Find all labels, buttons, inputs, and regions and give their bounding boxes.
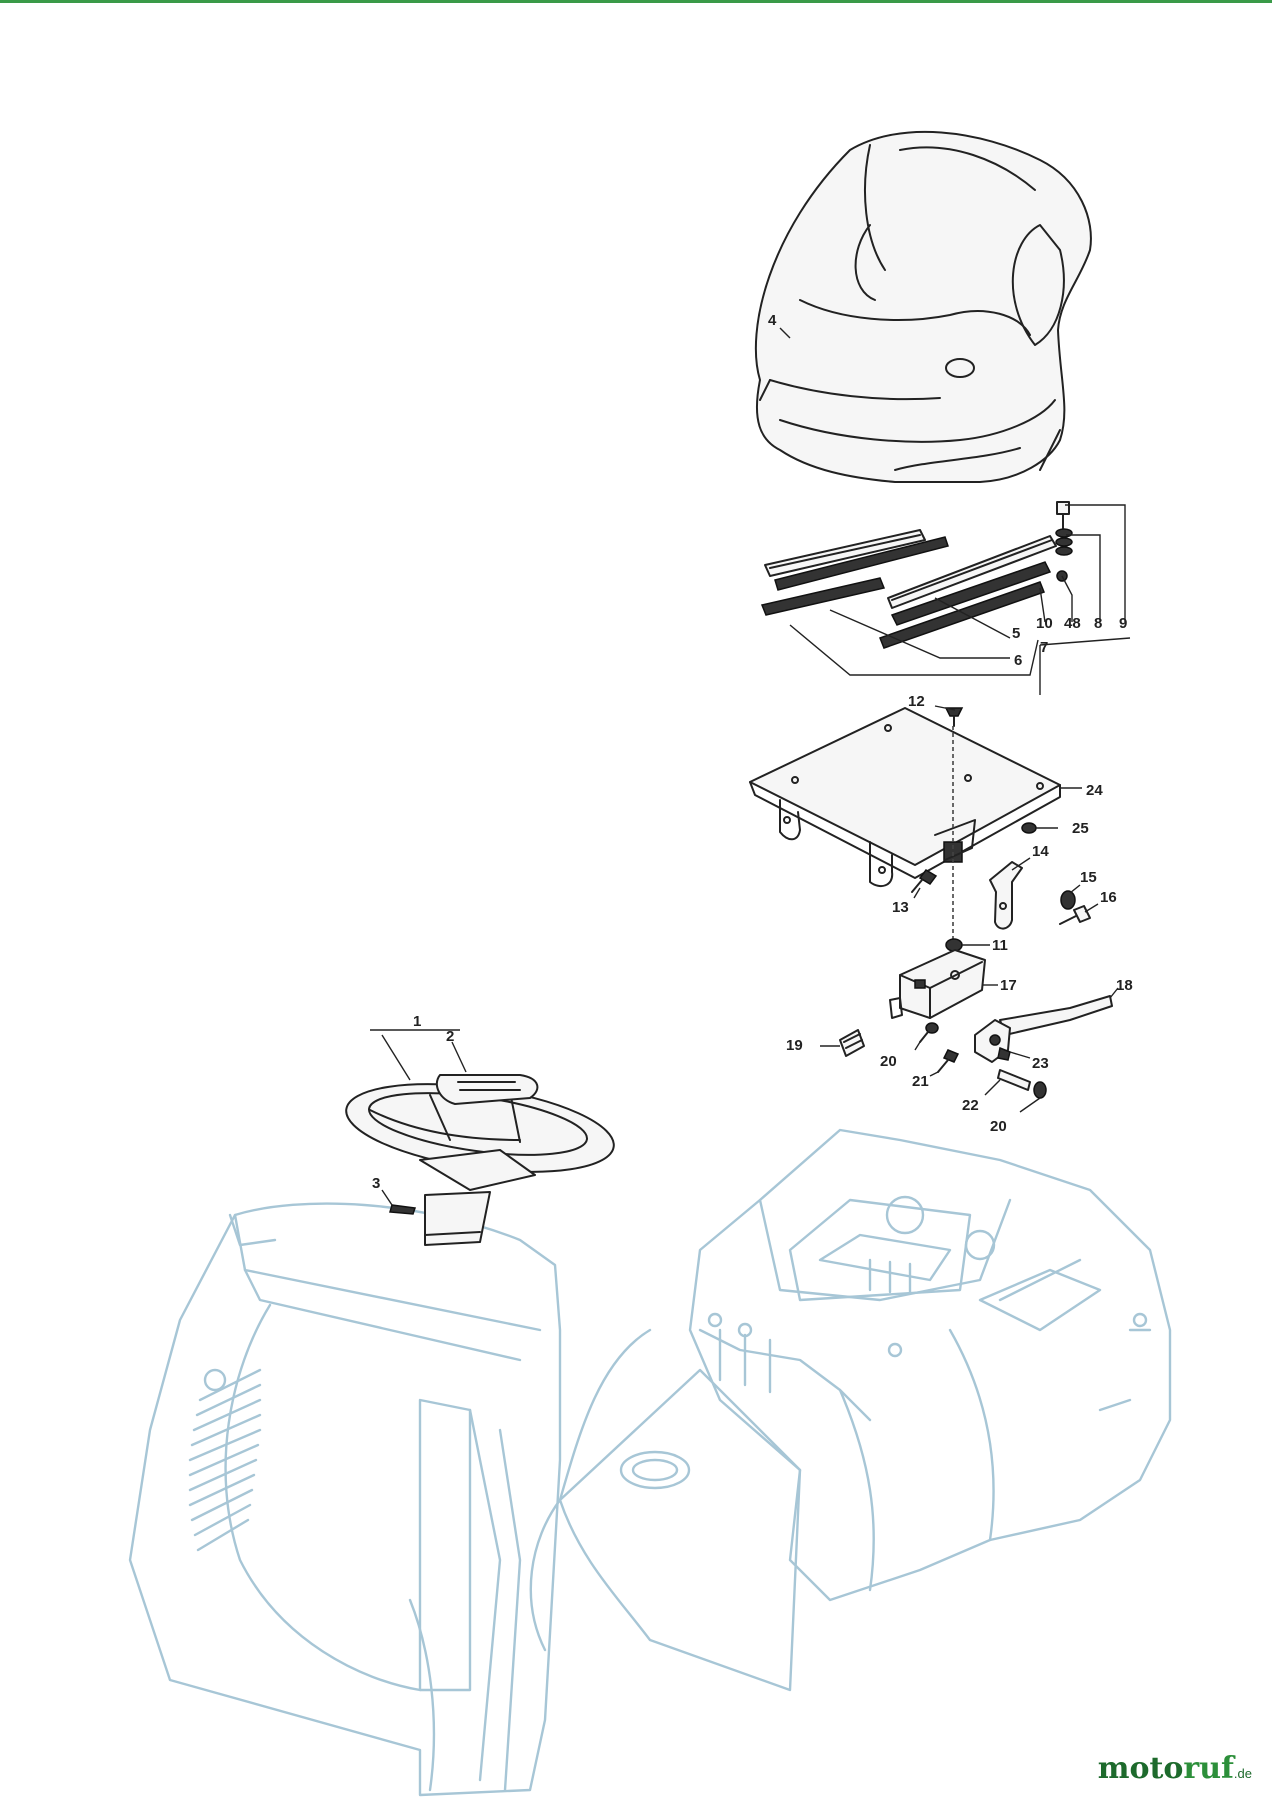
top-rule <box>0 0 1272 3</box>
callout-10: 10 <box>1036 615 1053 632</box>
tractor-body-outline <box>128 1128 1172 1797</box>
callout-3: 3 <box>372 1175 380 1192</box>
callout-19: 19 <box>786 1037 803 1054</box>
callout-9: 9 <box>1119 615 1127 632</box>
callout-13: 13 <box>892 899 909 916</box>
washer-15 <box>1060 890 1076 910</box>
callout-11: 11 <box>992 937 1008 954</box>
bolt-16 <box>1059 905 1091 925</box>
steering-wheel <box>345 1074 615 1246</box>
callout-2: 2 <box>446 1028 454 1045</box>
screw-20-upper <box>919 1022 939 1043</box>
callout-20-upper: 20 <box>880 1053 897 1070</box>
spring-19 <box>839 1029 865 1057</box>
callout-4: 4 <box>768 312 777 329</box>
callout-18: 18 <box>1116 977 1133 994</box>
callout-12: 12 <box>908 693 925 710</box>
switch-housing-17 <box>889 949 986 1019</box>
nut-11 <box>945 938 963 952</box>
adjustment-lever-18 <box>974 995 1113 1063</box>
callout-leaders <box>370 327 1131 1206</box>
seat <box>754 130 1092 483</box>
screw-21 <box>937 1049 960 1073</box>
callout-8: 8 <box>1094 615 1102 632</box>
callout-22: 22 <box>962 1097 979 1114</box>
callout-48: 48 <box>1064 615 1081 632</box>
seat-mounting-plate <box>749 707 1061 888</box>
callout-20-lower: 20 <box>990 1118 1007 1135</box>
callout-1: 1 <box>413 1013 421 1030</box>
screw-13 <box>911 869 938 893</box>
callout-15: 15 <box>1080 869 1097 886</box>
callout-6: 6 <box>1014 652 1022 669</box>
callout-16: 16 <box>1100 889 1117 906</box>
brand-logo: motoruf.de <box>1098 1751 1252 1786</box>
callout-7: 7 <box>1040 639 1048 656</box>
callout-5: 5 <box>1012 625 1020 642</box>
callout-24: 24 <box>1086 782 1103 799</box>
bracket-14 <box>989 861 1023 930</box>
brand-part-2: ruf <box>1183 1751 1234 1786</box>
seat-slide-rails <box>760 501 1073 649</box>
nut-25 <box>1021 822 1037 834</box>
callout-25: 25 <box>1072 820 1089 837</box>
nut-20-lower <box>1033 1081 1047 1099</box>
callout-17: 17 <box>1000 977 1017 994</box>
brand-domain: .de <box>1233 1766 1252 1781</box>
callout-labels: 1 2 3 4 5 6 7 8 9 10 11 12 13 14 15 16 1… <box>372 312 1133 1192</box>
bolt-12 <box>944 707 964 727</box>
brand-part-1: moto <box>1097 1751 1184 1786</box>
callout-14: 14 <box>1032 843 1049 860</box>
key-3 <box>389 1204 416 1215</box>
callout-23: 23 <box>1032 1055 1049 1072</box>
callout-21: 21 <box>912 1073 929 1090</box>
pin-22 <box>997 1069 1031 1091</box>
